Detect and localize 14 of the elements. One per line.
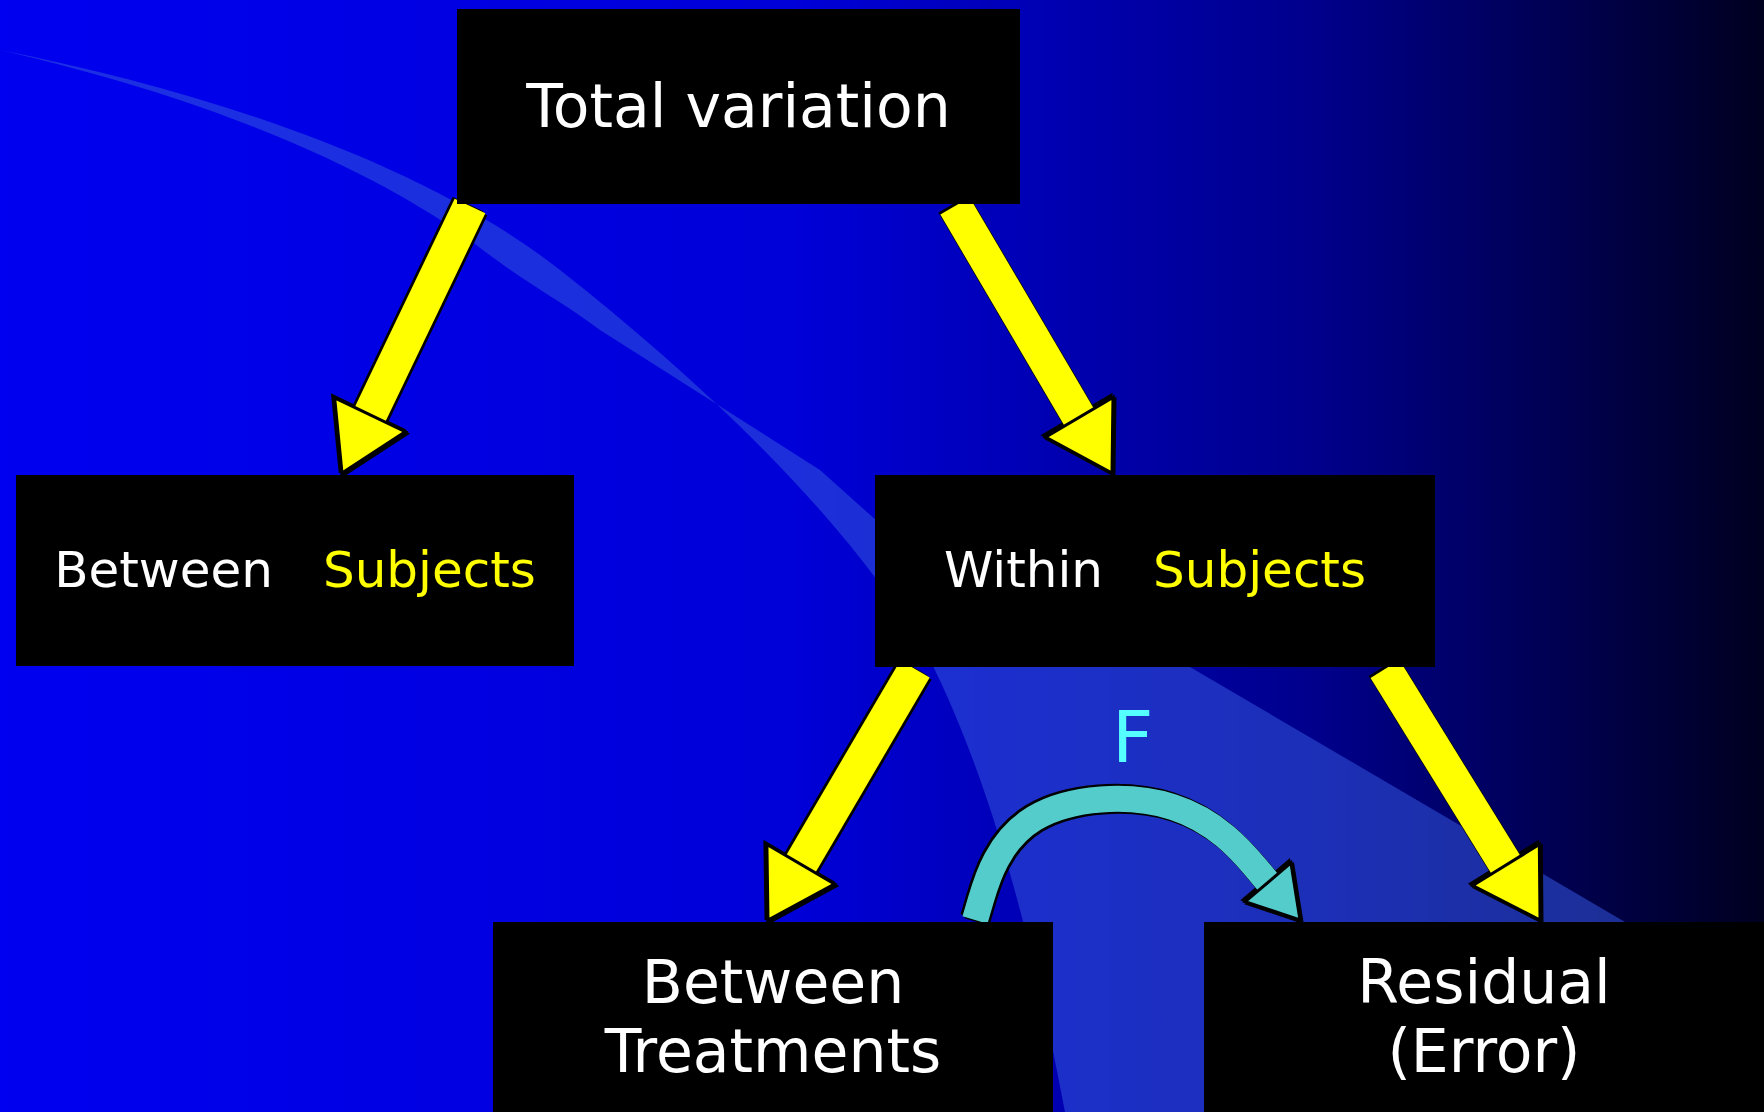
text-box	[1204, 922, 1764, 1112]
box-text: Between Treatments	[603, 948, 943, 1086]
box-text: Within	[943, 542, 1104, 600]
block-arrow	[333, 198, 486, 475]
box-text: Total variation	[526, 72, 951, 141]
box-text: Between	[54, 541, 273, 600]
box-text: Subjects	[1153, 542, 1367, 600]
box-text: Residual (Error)	[1356, 948, 1612, 1086]
edge-label: F	[1112, 695, 1154, 779]
text-box	[16, 475, 574, 666]
text-box	[457, 9, 1020, 204]
text-box	[493, 922, 1053, 1112]
box-text: Subjects	[322, 541, 536, 600]
text-box	[875, 475, 1435, 667]
